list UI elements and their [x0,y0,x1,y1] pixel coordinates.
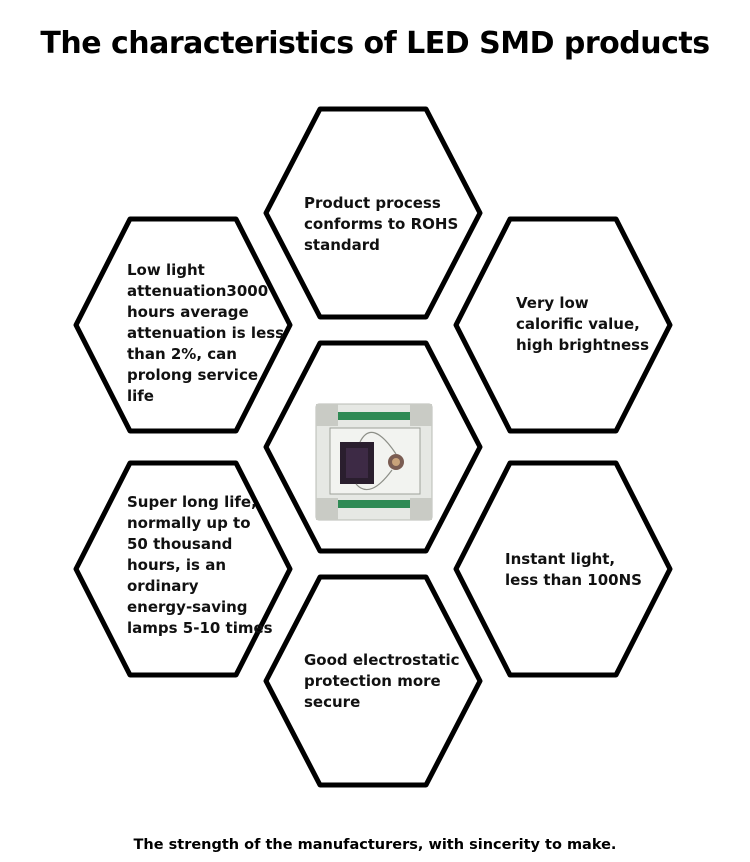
feature-low-attenuation-text: Low light attenuation3000 hours average … [127,261,285,405]
hexagon-lower-right [453,460,673,678]
hexagon-bottom [263,574,483,788]
hexagon-top [263,106,483,320]
smd-led-chip-icon [315,403,433,521]
hexagon-upper-left [73,216,293,434]
hexagon-lower-left [73,460,293,678]
footer-slogan: The strength of the manufacturers, with … [133,837,617,853]
feature-instant-light-text: Instant light, less than 100NS [505,550,642,589]
feature-rohs-text: Product process conforms to ROHS standar… [304,194,459,254]
page-title: The characteristics of LED SMD products [40,26,710,61]
hexagon-upper-right [453,216,673,434]
feature-electrostatic-text: Good electrostatic protection more secur… [304,651,460,711]
feature-long-life-text: Super long life, normally up to 50 thous… [127,493,273,637]
feature-low-calorific-text: Very low calorific value, high brightnes… [516,294,650,354]
